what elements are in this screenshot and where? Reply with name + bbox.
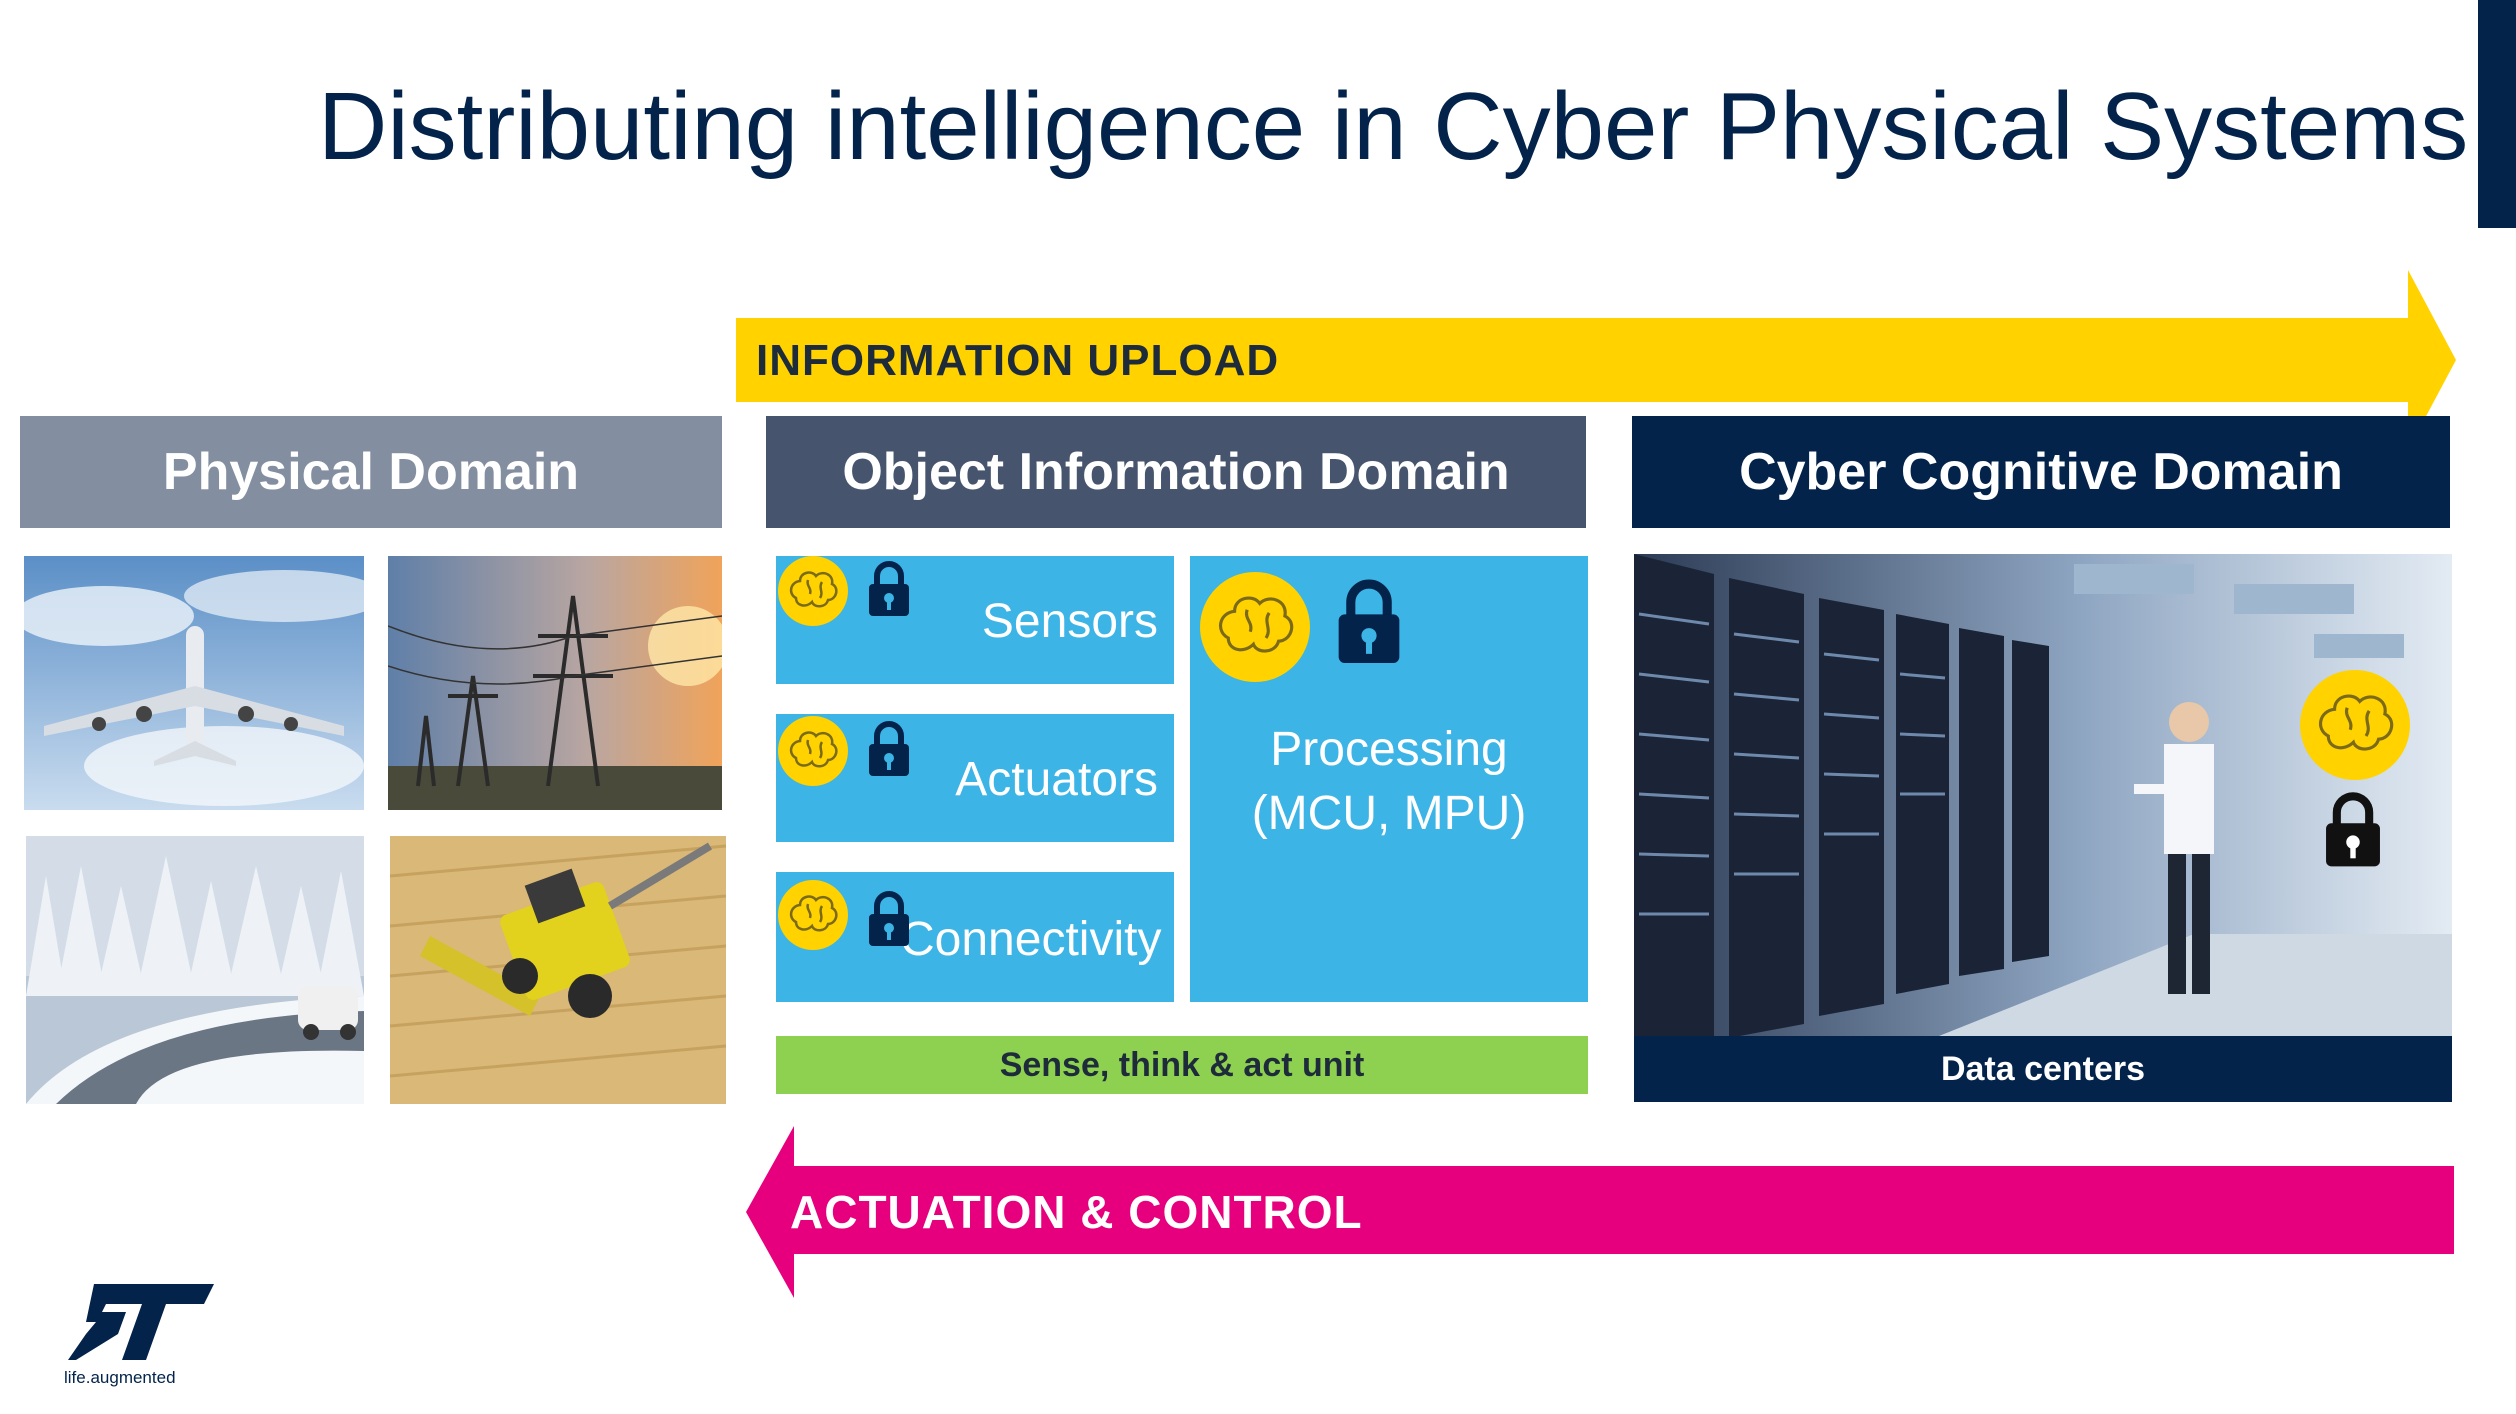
actuators-label: Actuators xyxy=(955,753,1158,806)
actuation-control-label: ACTUATION & CONTROL xyxy=(790,1186,1363,1238)
brain-icon xyxy=(778,880,848,950)
lock-icon xyxy=(866,890,912,948)
brain-icon xyxy=(778,556,848,626)
corner-accent-bar xyxy=(2478,0,2516,228)
brain-icon xyxy=(1200,572,1310,682)
information-upload-arrow xyxy=(736,270,2456,450)
st-logo xyxy=(66,1282,216,1362)
page-title: Distributing intelligence in Cyber Physi… xyxy=(318,73,2469,180)
physical-domain-header: Physical Domain xyxy=(20,416,722,528)
object-information-domain-header: Object Information Domain xyxy=(766,416,1586,528)
cyber-cognitive-domain-header: Cyber Cognitive Domain xyxy=(1632,416,2450,528)
harvester-photo xyxy=(390,836,726,1104)
logo-tagline: life.augmented xyxy=(64,1368,176,1387)
sense-think-act-unit-bar: Sense, think & act unit xyxy=(776,1036,1588,1094)
power-lines-photo xyxy=(388,556,722,810)
actuation-control-arrow xyxy=(746,1126,2454,1298)
processing-label: Processing (MCU, MPU) xyxy=(1190,718,1588,846)
connectivity-block xyxy=(776,872,1174,1002)
data-centers-caption: Data centers xyxy=(1634,1036,2452,1102)
brain-icon xyxy=(778,716,848,786)
connectivity-label: Connectivity xyxy=(900,913,1162,966)
information-upload-label: INFORMATION UPLOAD xyxy=(756,336,1280,385)
data-center-photo xyxy=(1634,554,2452,1038)
snowy-road-photo xyxy=(26,836,364,1104)
lock-icon xyxy=(866,560,912,618)
lock-icon xyxy=(1334,578,1404,666)
brain-icon xyxy=(2300,670,2410,780)
sensors-label: Sensors xyxy=(981,595,1158,648)
processing-label-line1: Processing xyxy=(1270,723,1508,776)
lock-icon xyxy=(2322,790,2384,870)
processing-label-line2: (MCU, MPU) xyxy=(1251,787,1527,840)
airplane-photo xyxy=(24,556,364,810)
lock-icon xyxy=(866,720,912,778)
